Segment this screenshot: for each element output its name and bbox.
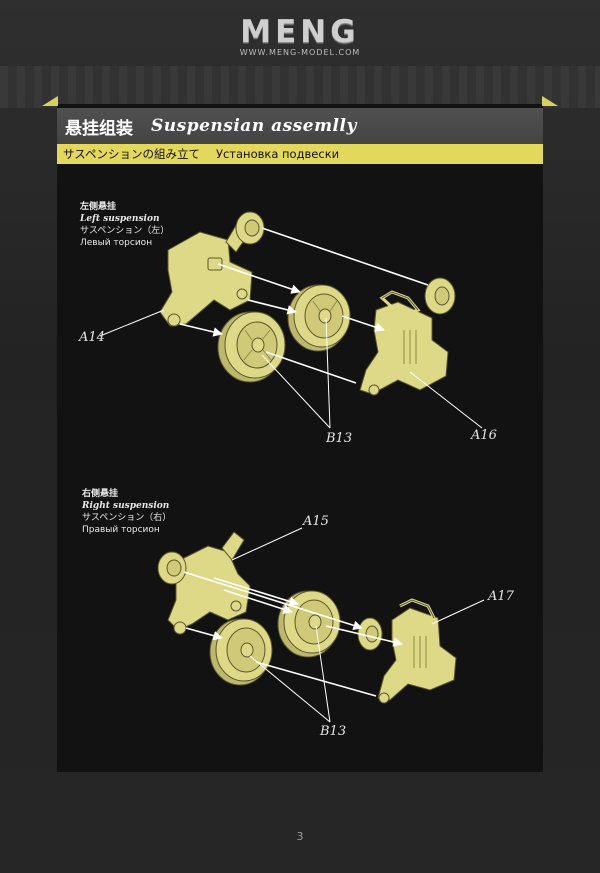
step-subtitle-bar: サスペンションの組み立て Установка подвески (57, 144, 543, 164)
left-suspension-label: 左侧悬挂 Left suspension サスペンション（左） Левый то… (80, 201, 169, 249)
part-a15-bracket (167, 531, 251, 635)
right-suspension-drawing (157, 527, 485, 723)
step-subtitle-russian: Установка подвески (215, 147, 340, 161)
left-label-english: Left suspension (80, 214, 160, 224)
step-title-chinese: 悬挂组装 (65, 118, 133, 139)
page-number: 3 (296, 830, 304, 843)
right-label-russian: Правый торсион (82, 525, 160, 535)
part-b13-wheel-right (287, 284, 351, 352)
left-assembly-arrows (179, 227, 429, 384)
logo-wordmark: MENG (240, 14, 360, 50)
part-a14-idler-wheel (235, 211, 265, 245)
step-subtitle-japanese: サスペンションの組み立て (63, 147, 200, 161)
website-url: WWW.MENG-MODEL.COM (239, 48, 361, 57)
corner-accent-left (42, 96, 58, 106)
step-title-english: Suspensian assemlly (151, 116, 357, 136)
part-label-a17: A17 (488, 589, 514, 604)
decorative-band (0, 66, 600, 108)
corner-accent-right (542, 96, 558, 106)
part-label-a16: A16 (471, 428, 497, 443)
left-leader-lines (99, 309, 483, 429)
left-label-russian: Левый торсион (80, 238, 153, 248)
part-label-b13-left: B13 (326, 431, 353, 446)
right-label-japanese: サスペンション（右） (82, 513, 172, 523)
step-title-bar: 悬挂组装 Suspensian assemlly (57, 108, 543, 144)
part-b13-wheel-left-2 (209, 618, 273, 686)
part-a16-idler-wheel (424, 277, 456, 315)
part-b13-wheel-left (217, 311, 286, 383)
right-label-english: Right suspension (82, 501, 170, 511)
part-b13-wheel-right-2 (277, 590, 341, 658)
brand-logo: MENG WWW.MENG-MODEL.COM (0, 14, 600, 57)
right-label-chinese: 右侧悬挂 (82, 489, 119, 499)
part-label-b13-right: B13 (320, 724, 347, 739)
right-suspension-label: 右侧悬挂 Right suspension サスペンション（右） Правый … (82, 488, 171, 536)
left-label-chinese: 左侧悬挂 (80, 202, 117, 212)
part-label-a14: A14 (79, 330, 105, 345)
right-leader-lines (231, 527, 485, 723)
step-panel (57, 104, 543, 772)
right-assembly-arrows (183, 571, 403, 697)
left-suspension-drawing (99, 211, 483, 429)
part-a15-idler-wheel (157, 551, 187, 585)
part-label-a15: A15 (303, 514, 329, 529)
part-a17-bracket (377, 598, 457, 704)
part-a17-idler-wheel (357, 617, 383, 651)
left-label-japanese: サスペンション（左） (80, 226, 170, 236)
